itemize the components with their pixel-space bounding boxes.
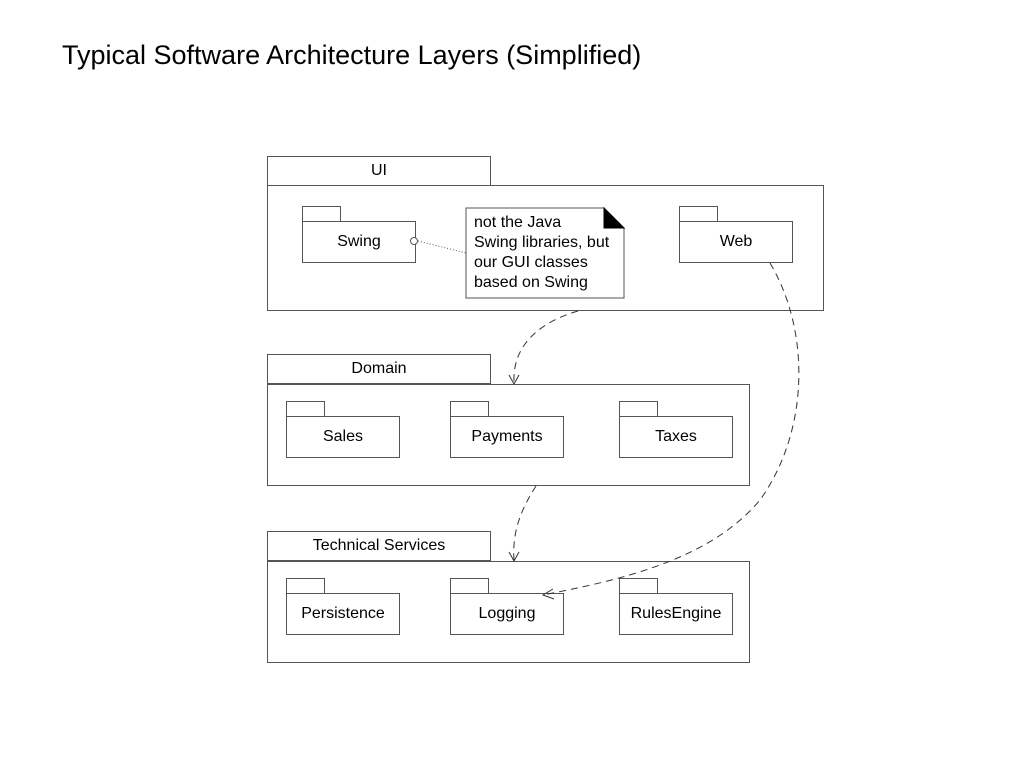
package-sales-tab (286, 401, 325, 417)
package-swing-label[interactable]: Swing (302, 221, 416, 263)
page-title: Typical Software Architecture Layers (Si… (62, 40, 642, 70)
package-swing-tab (302, 206, 341, 222)
layer-technical-services-tab[interactable]: Technical Services (267, 531, 491, 561)
package-taxes-label[interactable]: Taxes (619, 416, 733, 458)
package-payments-tab (450, 401, 489, 417)
package-web-label[interactable]: Web (679, 221, 793, 263)
layer-domain-tab[interactable]: Domain (267, 354, 491, 384)
dependency-ui-to-payments-line (513, 310, 579, 384)
package-persistence-label[interactable]: Persistence (286, 593, 400, 635)
package-persistence-tab (286, 578, 325, 594)
package-rules-engine-label[interactable]: RulesEngine (619, 593, 733, 635)
note[interactable]: not the Java Swing libraries, but our GU… (466, 208, 624, 298)
package-payments-label[interactable]: Payments (450, 416, 564, 458)
dependency-domain-to-logging (508, 485, 537, 563)
package-rules-engine-tab (619, 578, 658, 594)
note-line: Swing libraries, but (474, 234, 610, 251)
package-web-tab (679, 206, 718, 222)
package-taxes-tab (619, 401, 658, 417)
dependency-ui-to-payments-arrowhead (508, 374, 520, 386)
package-logging-tab (450, 578, 489, 594)
note-line: not the Java (474, 214, 562, 231)
note-line: based on Swing (474, 274, 588, 291)
package-logging-label[interactable]: Logging (450, 593, 564, 635)
dependency-domain-to-logging-line (513, 485, 537, 561)
dependency-ui-to-payments (508, 310, 579, 386)
layer-ui-tab[interactable]: UI (267, 156, 491, 186)
dependency-domain-to-logging-arrowhead (508, 551, 520, 563)
package-sales-label[interactable]: Sales (286, 416, 400, 458)
note-line: our GUI classes (474, 254, 588, 271)
